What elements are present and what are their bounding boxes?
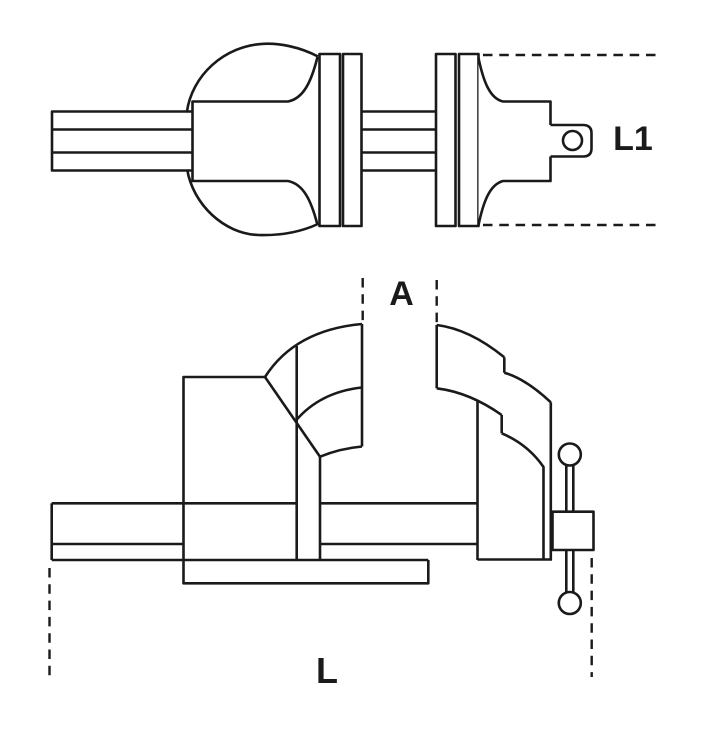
label-l1: L1 bbox=[613, 120, 653, 158]
swivel-base-top-arc bbox=[185, 42, 319, 113]
drive-stub-hole bbox=[561, 129, 584, 152]
side-view bbox=[48, 278, 595, 677]
movable-jaw-plate-outer bbox=[318, 52, 342, 228]
movable-jaw-body bbox=[191, 56, 319, 226]
fixed-jaw-plate-inner bbox=[434, 52, 457, 228]
clamp-ball-top bbox=[557, 442, 583, 467]
clamp-ball-bottom bbox=[557, 590, 583, 616]
fixed-jaw-plate-outer bbox=[457, 52, 480, 228]
label-l: L bbox=[316, 650, 338, 691]
movable-jaw-plate-inner bbox=[341, 52, 363, 228]
fixed-jaw-band2-top bbox=[503, 371, 552, 404]
swivel-base-bottom-arc bbox=[185, 169, 319, 237]
slide-housing-block bbox=[182, 375, 265, 560]
clamp-bracket bbox=[551, 510, 595, 552]
fixed-jaw-band1-bottom bbox=[436, 387, 503, 417]
slide-beam-outline bbox=[50, 110, 193, 172]
movable-jaw-outer-arc bbox=[263, 322, 363, 378]
movable-jaw-lower-arc bbox=[319, 445, 363, 458]
movable-jaw-inner-arc bbox=[294, 386, 363, 422]
label-a: A bbox=[389, 275, 414, 313]
drive-stub bbox=[550, 123, 593, 158]
fixed-jaw-band3-arc bbox=[501, 432, 545, 560]
base-plate bbox=[182, 560, 430, 585]
jaw-slide-diagonal bbox=[263, 376, 322, 458]
fixed-jaw-band1-top bbox=[436, 323, 506, 359]
fixed-jaw-body bbox=[477, 57, 552, 226]
top-view bbox=[50, 42, 658, 237]
